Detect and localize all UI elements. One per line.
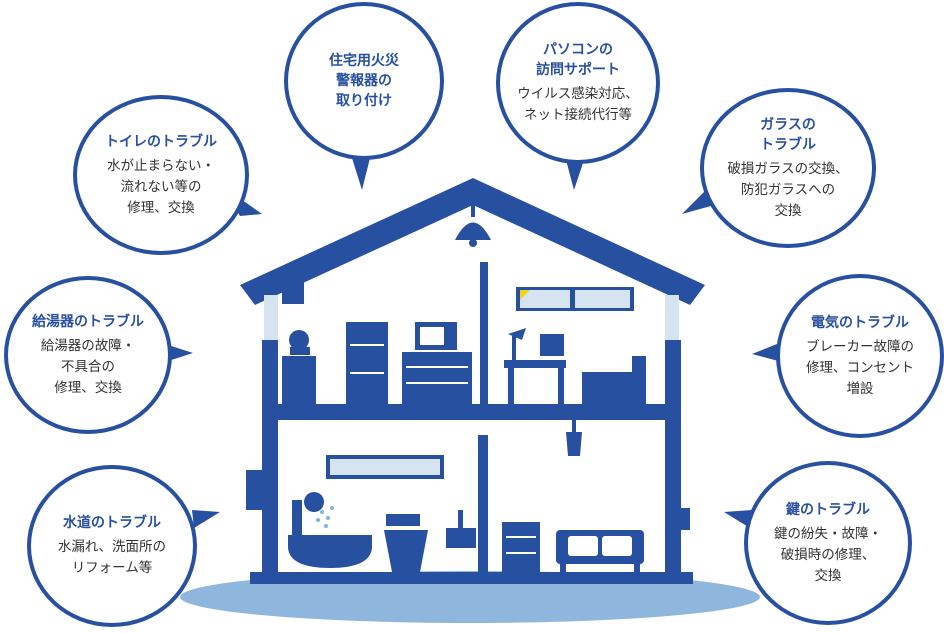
bubble-desc: ウイルス感染対応、 ネット接続代行等 bbox=[517, 86, 639, 123]
window-sun bbox=[520, 290, 530, 300]
door-lock bbox=[680, 508, 690, 530]
bubble-title: 住宅用火災 警報器の 取り付け bbox=[329, 53, 399, 109]
bubble-title: ガラスの トラブル bbox=[760, 116, 816, 153]
bedroom-window-pane-right bbox=[575, 290, 630, 308]
water-heater-pointer bbox=[165, 344, 193, 362]
bubble-water-heater: 給湯器のトラブル 給湯器の故障・ 不具合の 修理、交換 bbox=[4, 276, 172, 434]
bubble-electric: 電気のトラブル ブレーカー故障の 修理、コンセント 増設 bbox=[776, 274, 944, 438]
side-table bbox=[502, 522, 540, 576]
bubble-desc: ブレーカー故障の 修理、コンセント 増設 bbox=[806, 338, 914, 397]
bubble-desc: 破損ガラスの交換、 防犯ガラスへの 交換 bbox=[727, 160, 849, 219]
cabinet bbox=[402, 352, 472, 404]
roof bbox=[240, 178, 705, 305]
bubble-desc: 水漏れ、洗面所の リフォーム等 bbox=[57, 539, 167, 576]
bedroom-window-pane-left bbox=[520, 290, 570, 308]
bedroom bbox=[504, 328, 646, 404]
desk-top bbox=[504, 360, 566, 368]
kitchen bbox=[282, 322, 472, 404]
bubble-toilet: トイレのトラブル 水が止まらない・ 流れない等の 修理、交換 bbox=[73, 95, 249, 255]
shower-water bbox=[316, 506, 334, 528]
electric-pointer bbox=[752, 342, 782, 362]
bubble-plumbing: 水道のトラブル 水漏れ、洗面所の リフォーム等 bbox=[27, 465, 197, 627]
bubble-title: 電気のトラブル bbox=[811, 314, 909, 331]
desk-lamp bbox=[512, 336, 516, 360]
water-heater-unit bbox=[282, 356, 316, 404]
lower-partition bbox=[478, 435, 488, 575]
upper-partition bbox=[480, 262, 488, 404]
fire-alarm-pointer bbox=[352, 158, 370, 190]
faucet bbox=[458, 510, 463, 528]
left-upper-window bbox=[264, 295, 278, 343]
bubble-title: 給湯器のトラブル bbox=[32, 313, 144, 330]
key-pointer bbox=[724, 510, 752, 528]
bubble-title: トイレのトラブル bbox=[105, 133, 217, 150]
shower-pipe bbox=[292, 500, 302, 538]
house-frame bbox=[250, 262, 693, 584]
bubble-key: 鍵のトラブル 鍵の紛失・故障・ 破損時の修理、 交換 bbox=[744, 461, 912, 625]
floor-base bbox=[250, 572, 693, 584]
bubble-title: 鍵のトラブル bbox=[786, 501, 870, 518]
plumbing-pointer bbox=[192, 510, 220, 528]
bathroom-window-pane bbox=[330, 459, 440, 475]
bubble-pc: パソコンの 訪問サポート ウイルス感染対応、 ネット接続代行等 bbox=[496, 2, 660, 164]
meter-box bbox=[246, 470, 262, 510]
sink bbox=[446, 528, 476, 548]
refrigerator bbox=[346, 322, 388, 404]
toilet-bowl bbox=[384, 530, 428, 572]
bathroom bbox=[246, 470, 428, 572]
bubble-desc: 鍵の紛失・故障・ 破損時の修理、 交換 bbox=[774, 525, 882, 584]
bathtub bbox=[288, 535, 372, 568]
right-wall bbox=[665, 340, 681, 580]
shower-head bbox=[304, 492, 324, 512]
toilet-tank bbox=[386, 514, 420, 526]
ceiling-lamp bbox=[455, 205, 491, 247]
bubble-desc: 給湯器の故障・ 不具合の 修理、交換 bbox=[40, 337, 136, 396]
pc-pointer bbox=[566, 160, 584, 190]
desk-monitor bbox=[540, 334, 564, 356]
floor-divider bbox=[262, 404, 681, 420]
bubble-glass: ガラスの トラブル 破損ガラスの交換、 防犯ガラスへの 交換 bbox=[700, 88, 876, 248]
bubble-title: 水道のトラブル bbox=[63, 515, 161, 531]
hanging-lamp bbox=[566, 420, 582, 456]
bubble-desc: 水が止まらない・ 流れない等の 修理、交換 bbox=[107, 157, 215, 216]
bubble-title: パソコンの 訪問サポート bbox=[536, 42, 620, 78]
kettle bbox=[289, 330, 309, 350]
roof-block bbox=[282, 282, 304, 304]
bubble-fire-alarm: 住宅用火災 警報器の 取り付け bbox=[284, 2, 444, 160]
right-upper-window bbox=[665, 295, 679, 343]
left-wall bbox=[262, 340, 278, 580]
